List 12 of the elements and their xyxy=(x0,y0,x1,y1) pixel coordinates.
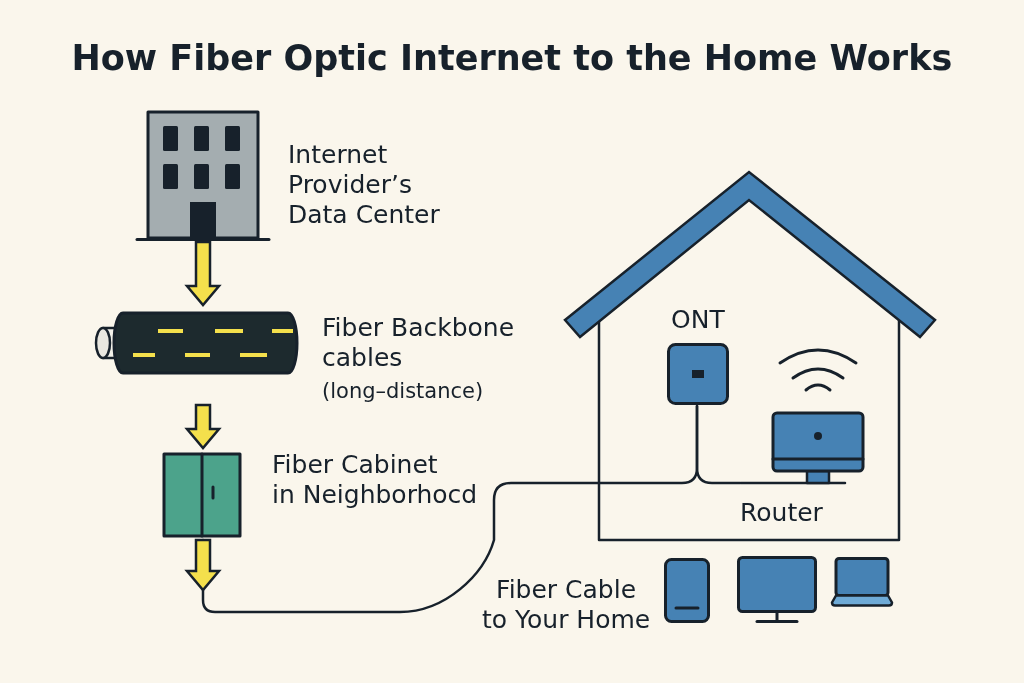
arrow xyxy=(184,538,222,592)
edge-label: Fiber Cable to Your Home xyxy=(482,575,651,635)
title: How Fiber Optic Internet to the Home Works xyxy=(71,37,953,79)
arrow xyxy=(184,403,222,450)
node-label: Fiber Backbone cables xyxy=(322,313,515,373)
node-label: Internet Provider’s Data Center xyxy=(288,140,440,230)
arrow xyxy=(184,240,222,307)
cable-line xyxy=(695,404,742,485)
node-label: Fiber Cabinet in Neighborhocd xyxy=(272,450,478,510)
node-label: ONT xyxy=(671,305,725,335)
note-text: (long–distance) xyxy=(322,378,484,405)
node-label: Router xyxy=(740,498,823,528)
